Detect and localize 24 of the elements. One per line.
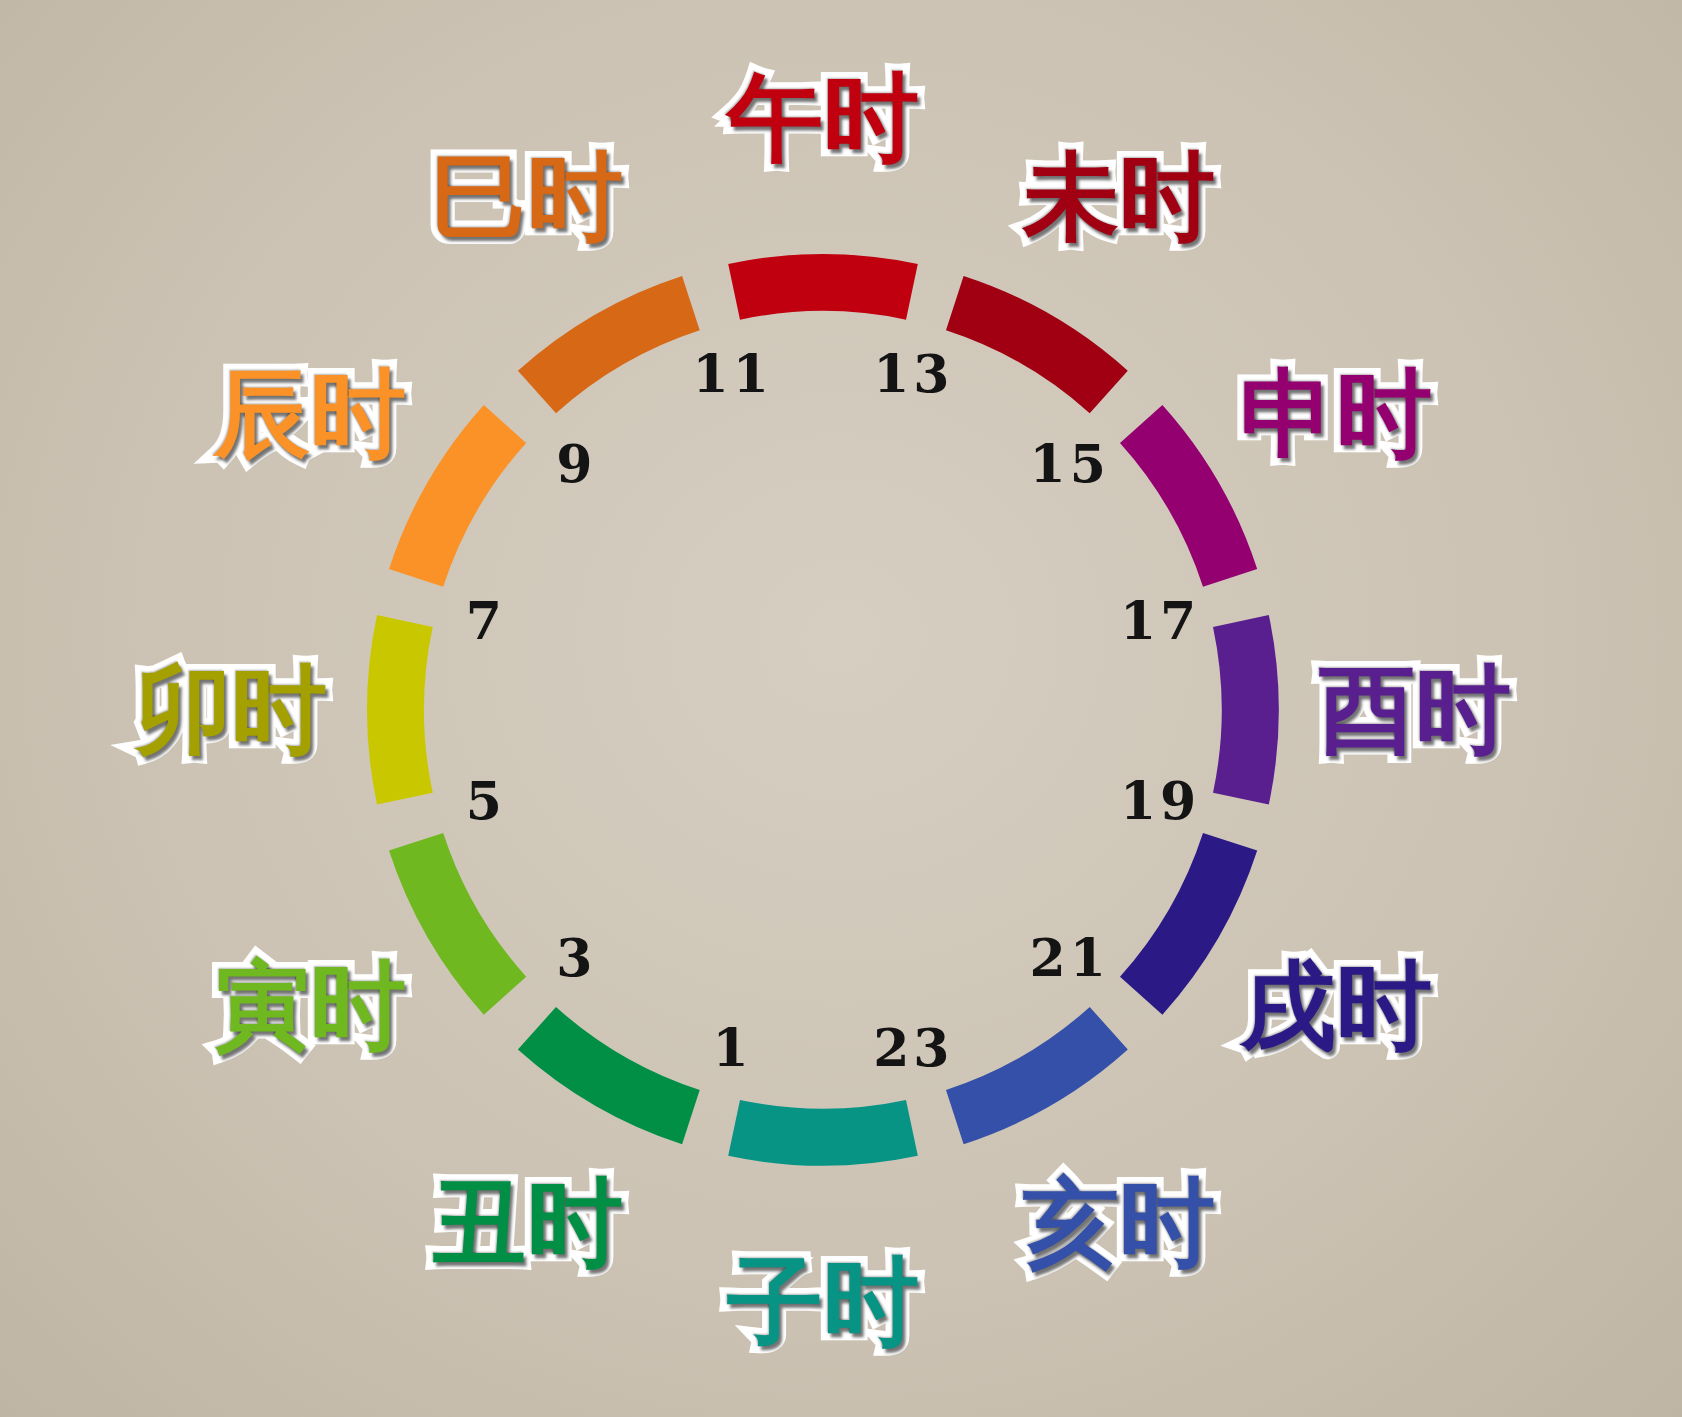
hour-label: 酉时 [1318, 652, 1512, 768]
hour-number: 1 [712, 1016, 753, 1078]
hour-number: 5 [465, 769, 506, 831]
hour-label: 辰时 [211, 356, 408, 472]
hour-label: 丑时 [430, 1164, 624, 1281]
hour-number: 11 [692, 342, 773, 404]
hour-number: 9 [556, 432, 597, 494]
hour-label: 申时 [1238, 356, 1433, 472]
hour-number: 15 [1029, 432, 1110, 494]
hour-number: 17 [1119, 589, 1201, 651]
hour-label: 戌时 [1238, 948, 1433, 1064]
hour-number: 7 [465, 589, 506, 651]
hour-number: 23 [873, 1016, 954, 1078]
hour-label: 巳时 [430, 139, 624, 256]
hour-label: 亥时 [1022, 1164, 1216, 1281]
hour-label: 卯时 [133, 652, 328, 768]
hour-number: 19 [1119, 769, 1201, 831]
hour-number: 21 [1029, 926, 1110, 988]
hour-number: 3 [556, 926, 597, 988]
hour-label: 午时 [724, 60, 920, 176]
hour-label: 寅时 [213, 948, 408, 1064]
hour-label: 子时 [726, 1244, 920, 1360]
hour-label: 未时 [1021, 139, 1216, 256]
hour-number: 13 [873, 342, 954, 404]
